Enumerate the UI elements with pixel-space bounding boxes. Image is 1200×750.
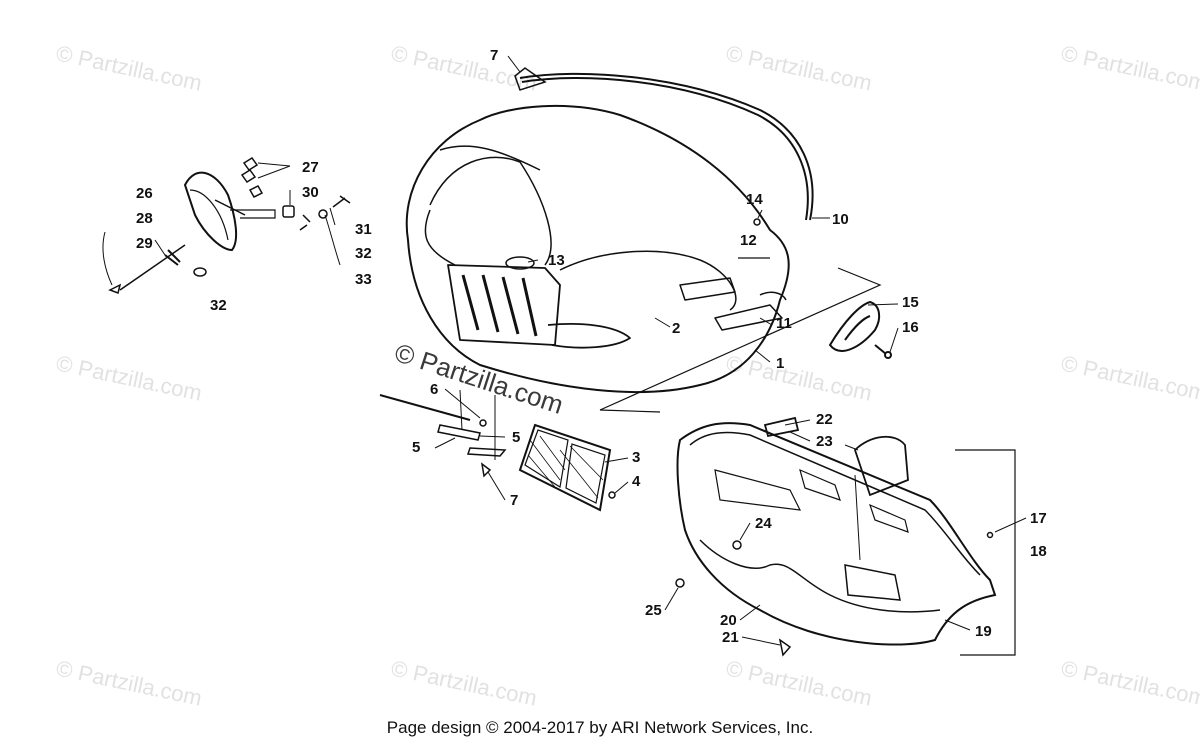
callout-28: 28 bbox=[136, 210, 153, 227]
callout-13: 13 bbox=[548, 252, 565, 269]
callout-7: 7 bbox=[510, 492, 518, 509]
callout-labels: 7 10 14 12 13 2 11 1 15 16 27 26 30 28 3… bbox=[136, 47, 1047, 646]
trim-strip-illustration bbox=[514, 67, 814, 221]
callout-5: 5 bbox=[512, 429, 520, 446]
callout-4: 4 bbox=[632, 473, 641, 490]
callout-9: 7 bbox=[490, 47, 498, 64]
callout-5: 5 bbox=[412, 439, 420, 456]
callout-23: 23 bbox=[816, 433, 833, 450]
watermark: © Partzilla.com bbox=[724, 655, 874, 710]
callout-15: 15 bbox=[902, 294, 919, 311]
tray-bracket-lines bbox=[955, 449, 1016, 656]
mirror-leader-lines bbox=[102, 162, 341, 286]
callout-33: 33 bbox=[355, 271, 372, 288]
callout-21: 21 bbox=[722, 629, 739, 646]
watermark: © Partzilla.com bbox=[54, 655, 204, 710]
center-watermark: © Partzilla.com bbox=[391, 337, 567, 420]
callout-26: 26 bbox=[136, 185, 153, 202]
callout-6: 6 bbox=[430, 381, 438, 398]
callout-31: 31 bbox=[355, 221, 372, 238]
callout-25: 25 bbox=[645, 602, 662, 619]
mirror-illustration bbox=[108, 156, 351, 294]
watermark: © Partzilla.com bbox=[724, 350, 874, 405]
callout-14: 14 bbox=[746, 191, 763, 208]
callout-3: 3 bbox=[632, 449, 640, 466]
callout-29: 29 bbox=[136, 235, 153, 252]
callout-16: 16 bbox=[902, 319, 919, 336]
handle-illustration bbox=[828, 300, 892, 359]
watermark: © Partzilla.com bbox=[389, 655, 539, 710]
callout-leaders bbox=[434, 55, 1027, 646]
callout-24: 24 bbox=[755, 515, 772, 532]
vent-leader-lines bbox=[459, 389, 496, 460]
footer-copyright: Page design © 2004-2017 by ARI Network S… bbox=[386, 718, 814, 737]
tray-illustration bbox=[675, 416, 997, 657]
vent-illustration bbox=[379, 394, 616, 512]
callout-17: 17 bbox=[1030, 510, 1047, 527]
watermarks: © Partzilla.com © Partzilla.com © Partzi… bbox=[54, 40, 1200, 710]
callout-12: 12 bbox=[740, 232, 757, 249]
watermark: © Partzilla.com bbox=[1059, 350, 1200, 405]
watermark: © Partzilla.com bbox=[1059, 40, 1200, 95]
callout-10: 10 bbox=[832, 211, 849, 228]
watermark: © Partzilla.com bbox=[1059, 655, 1200, 710]
callout-22: 22 bbox=[816, 411, 833, 428]
callout-20: 20 bbox=[720, 612, 737, 629]
callout-32: 32 bbox=[210, 297, 227, 314]
watermark: © Partzilla.com bbox=[54, 40, 204, 95]
callout-32: 32 bbox=[355, 245, 372, 262]
callout-19: 19 bbox=[975, 623, 992, 640]
hood-illustration bbox=[405, 104, 790, 394]
callout-11: 11 bbox=[776, 315, 792, 332]
fastener-14 bbox=[753, 218, 761, 226]
watermark: © Partzilla.com bbox=[54, 350, 204, 405]
callout-1: 1 bbox=[776, 355, 784, 372]
watermark: © Partzilla.com bbox=[724, 40, 874, 95]
callout-27: 27 bbox=[302, 159, 319, 176]
callout-2: 2 bbox=[672, 320, 680, 337]
callout-30: 30 bbox=[302, 184, 319, 201]
hood-bracket-lines bbox=[599, 257, 882, 413]
callout-18: 18 bbox=[1030, 543, 1047, 560]
